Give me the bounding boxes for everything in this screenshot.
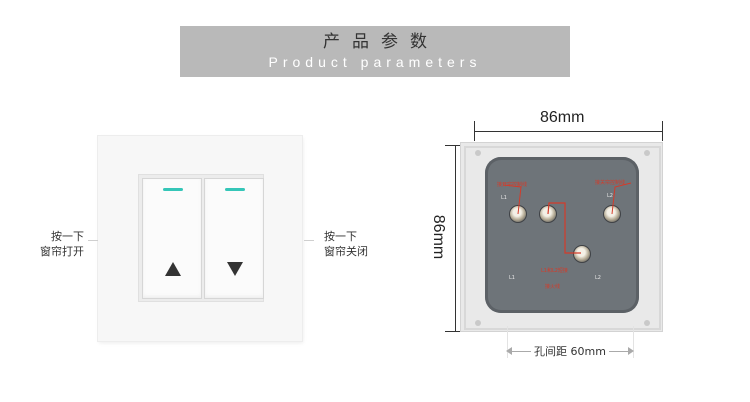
indicator-led <box>225 188 245 191</box>
left-label-connector <box>88 240 98 241</box>
annotation-live-wire: 接火线 <box>545 284 561 290</box>
height-dimension-tick-top <box>445 145 465 146</box>
open-label-line1: 按一下 <box>51 230 84 243</box>
indicator-led <box>163 188 183 191</box>
down-arrow-icon <box>227 262 243 276</box>
terminal-screw <box>573 245 591 263</box>
mounting-frame <box>464 146 661 330</box>
close-label-line2: 窗帘关闭 <box>324 245 368 258</box>
width-dimension-line <box>474 131 662 132</box>
right-label-connector <box>304 240 314 241</box>
banner-title-cn: 产品参数 <box>323 32 439 52</box>
switch-front-plate <box>98 136 302 341</box>
height-dimension-line <box>455 145 456 331</box>
pitch-guide-right <box>633 326 634 358</box>
annotation-open-control: 接开帘控制线 <box>497 182 528 188</box>
terminal-label-l2-top: L2 <box>607 193 613 199</box>
open-label-line2: 窗帘打开 <box>40 245 84 258</box>
close-curtain-label: 按一下 窗帘关闭 <box>324 229 390 259</box>
width-dimension-tick-right <box>662 121 663 141</box>
banner-title-en: Product parameters <box>268 54 482 70</box>
height-dimension-label: 86mm <box>430 214 447 260</box>
up-arrow-icon <box>165 262 181 276</box>
height-dimension-tick-bottom <box>445 331 465 332</box>
open-curtain-label: 按一下 窗帘打开 <box>24 229 84 259</box>
wiring-lines <box>502 182 632 254</box>
pitch-arrow-left-icon <box>506 347 512 355</box>
width-dimension-label: 86mm <box>540 109 585 126</box>
close-curtain-key[interactable] <box>204 178 264 299</box>
terminal-label-l2-bottom: L2 <box>595 275 601 281</box>
annotation-close-control: 接关帘控制线 <box>595 180 626 186</box>
switch-back-view: L1 L2 L1 L2 接开帘控制线 接关帘控制线 L1和L2短接 接火线 <box>460 142 663 332</box>
terminal-label-l1-top: L1 <box>501 195 507 201</box>
pitch-arrow-right-icon <box>628 347 634 355</box>
pitch-guide-left <box>507 326 508 358</box>
hole-pitch-dimension: 孔间距 60mm <box>506 343 634 359</box>
switch-key-frame <box>138 174 264 302</box>
close-label-line1: 按一下 <box>324 230 357 243</box>
open-curtain-key[interactable] <box>142 178 202 299</box>
width-dimension-tick-left <box>474 121 475 141</box>
annotation-short-l1-l2: L1和L2短接 <box>541 268 568 274</box>
terminal-label-l1-bottom: L1 <box>509 275 515 281</box>
terminal-housing: L1 L2 L1 L2 接开帘控制线 接关帘控制线 L1和L2短接 接火线 <box>485 157 639 313</box>
section-banner: 产品参数 Product parameters <box>180 26 570 77</box>
hole-pitch-label: 孔间距 60mm <box>531 343 609 359</box>
